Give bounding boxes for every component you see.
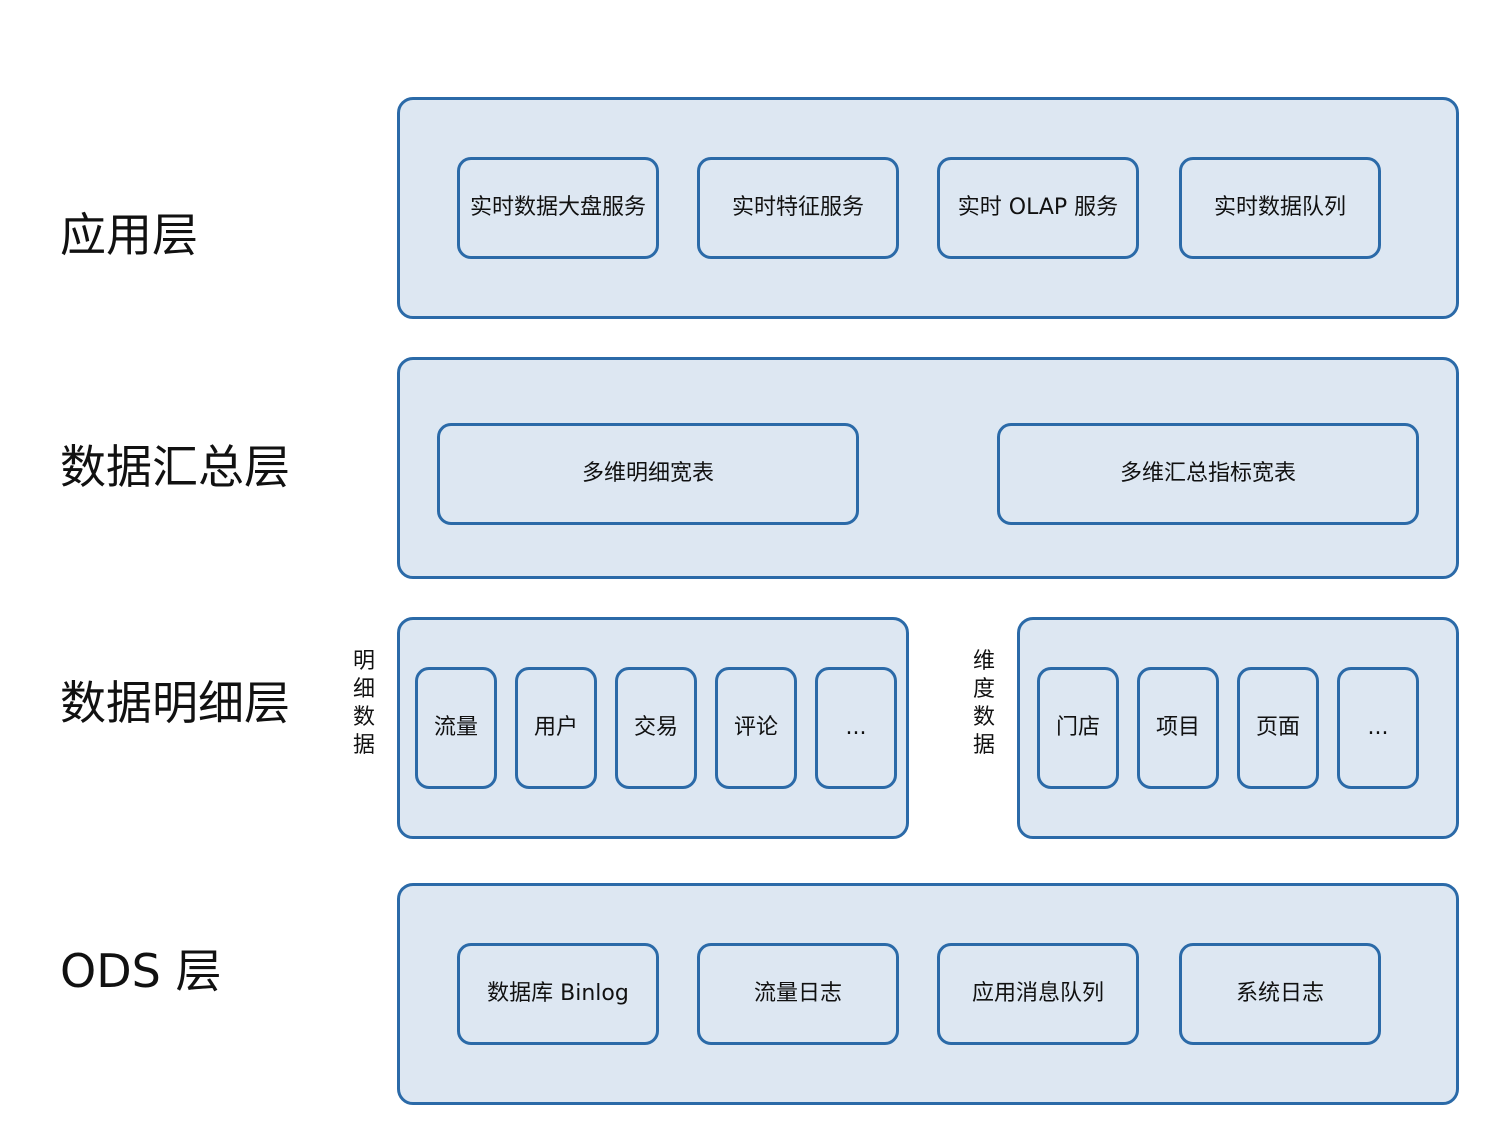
ods-box-app-message-queue: 应用消息队列 — [937, 943, 1139, 1045]
dimension-box-page: 页面 — [1237, 667, 1319, 789]
app-box-realtime-feature-service: 实时特征服务 — [697, 157, 899, 259]
dimension-box-more: ... — [1337, 667, 1419, 789]
layer-label-summary: 数据汇总层 — [60, 440, 290, 494]
layer-label-ods: ODS 层 — [60, 944, 222, 998]
app-box-realtime-dashboard-service: 实时数据大盘服务 — [457, 157, 659, 259]
ods-box-traffic-log: 流量日志 — [697, 943, 899, 1045]
detail-group-label-dimension-data: 维度数据 — [972, 649, 995, 758]
app-box-realtime-data-queue: 实时数据队列 — [1179, 157, 1381, 259]
detail-box-transaction: 交易 — [615, 667, 697, 789]
summary-box-multidim-detail-wide-table: 多维明细宽表 — [437, 423, 859, 525]
summary-box-multidim-summary-metric-wide-table: 多维汇总指标宽表 — [997, 423, 1419, 525]
dimension-box-store: 门店 — [1037, 667, 1119, 789]
detail-box-traffic: 流量 — [415, 667, 497, 789]
detail-group-label-detail-data: 明细数据 — [352, 649, 375, 758]
app-box-realtime-olap-service: 实时 OLAP 服务 — [937, 157, 1139, 259]
dimension-box-item: 项目 — [1137, 667, 1219, 789]
detail-box-user: 用户 — [515, 667, 597, 789]
ods-box-database-binlog: 数据库 Binlog — [457, 943, 659, 1045]
layer-label-app: 应用层 — [60, 208, 198, 262]
ods-box-system-log: 系统日志 — [1179, 943, 1381, 1045]
detail-box-review: 评论 — [715, 667, 797, 789]
layer-label-detail: 数据明细层 — [60, 676, 290, 730]
detail-box-more: ... — [815, 667, 897, 789]
